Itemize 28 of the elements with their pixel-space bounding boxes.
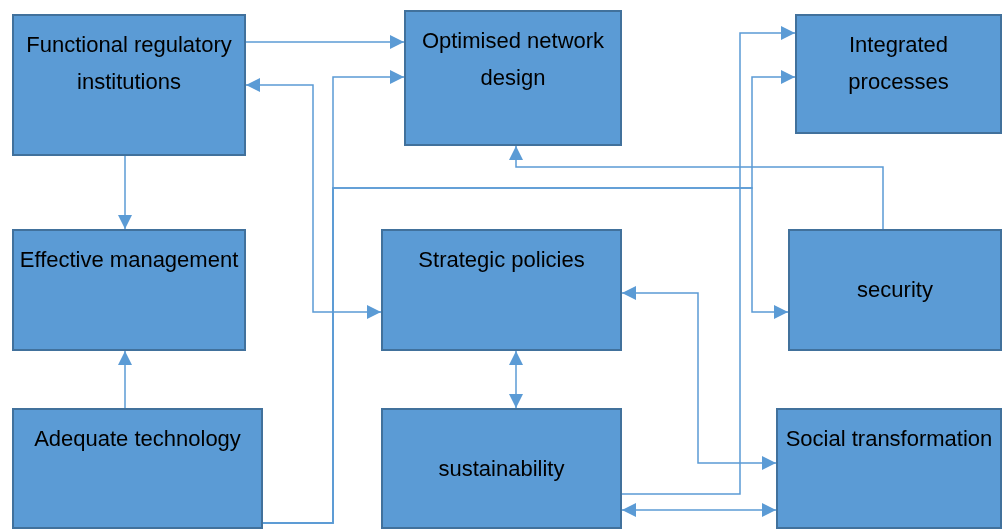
box-label: Adequate technology [34,425,241,453]
box-label: Effective management [19,246,239,274]
process-box [795,14,1002,134]
box-label: security [857,276,933,305]
process-box [404,10,622,146]
box-label: Functional regulatory institutions [25,31,233,97]
process-box [381,229,622,351]
arrow [245,35,405,49]
box-label: sustainability [438,454,565,483]
arrow [621,503,777,517]
process-box [381,408,622,529]
box-label: Strategic policies [418,246,585,274]
arrow [118,155,132,230]
box-label: Optimised network design [420,27,606,93]
arrow [509,145,884,230]
arrow [621,286,777,470]
box-label: Social transformation [785,425,993,453]
process-box [12,14,246,156]
process-box [12,408,263,529]
process-box [12,229,246,351]
arrow [118,350,132,409]
arrow [621,26,796,495]
arrow [262,187,789,524]
process-box [776,408,1002,529]
box-label: Integrated processes [847,31,950,97]
process-box [788,229,1002,351]
arrow [245,78,382,319]
arrow [509,350,523,409]
